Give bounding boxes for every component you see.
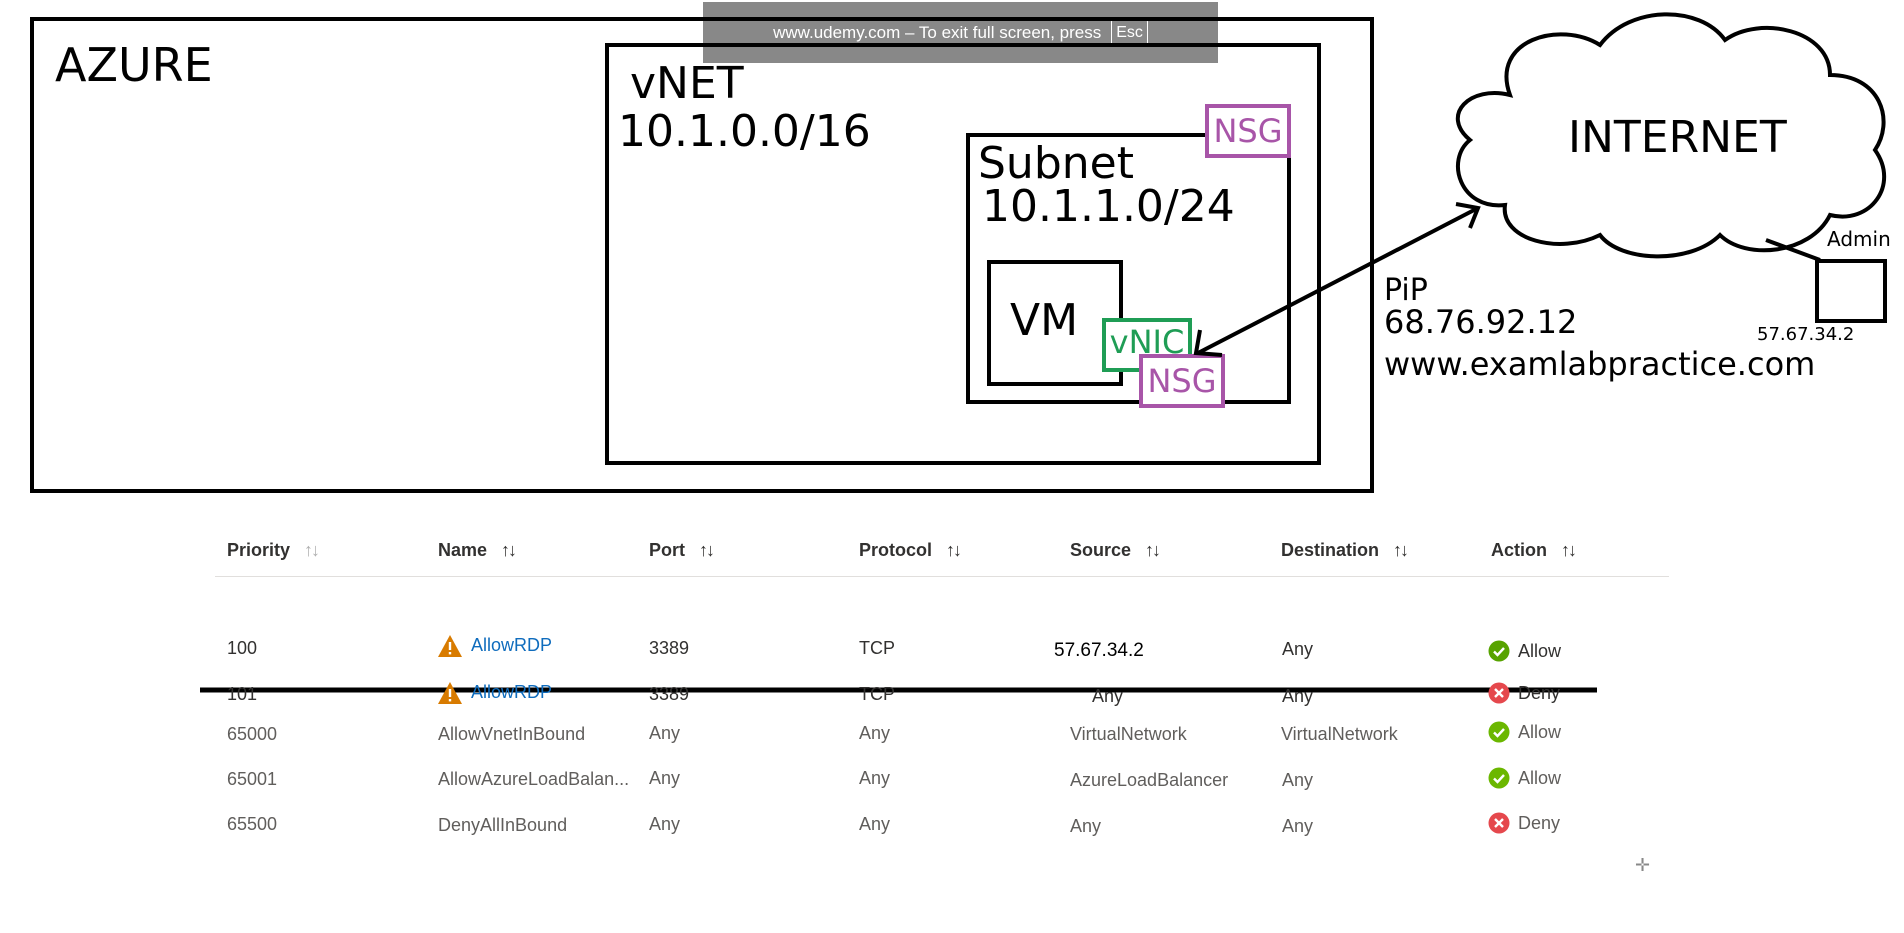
col-header-priority[interactable]: Priority↑↓ xyxy=(227,540,320,560)
cell-source: AzureLoadBalancer xyxy=(1070,770,1229,790)
azure-label: AZURE xyxy=(55,38,213,92)
pip-arrow-line xyxy=(1197,206,1479,355)
vnic-nsg-badge: NSG xyxy=(1139,354,1225,408)
cell-destination: VirtualNetwork xyxy=(1281,724,1398,744)
cell-name[interactable]: AllowRDP xyxy=(437,681,552,705)
sort-arrows-icon[interactable]: ↑↓ xyxy=(501,540,517,560)
cell-action: Deny xyxy=(1488,682,1560,704)
sort-arrows-icon[interactable]: ↑↓ xyxy=(1393,540,1409,560)
fullscreen-banner-text: www.udemy.com – To exit full screen, pre… xyxy=(773,22,1102,42)
allow-check-icon xyxy=(1488,640,1510,662)
sort-arrows-icon[interactable]: ↑↓ xyxy=(1561,540,1577,560)
cell-protocol: TCP xyxy=(859,638,895,658)
cell-name[interactable]: DenyAllInBound xyxy=(438,815,568,835)
subnet-nsg-badge: NSG xyxy=(1205,104,1291,158)
cell-priority: 101 xyxy=(227,684,258,704)
arrowhead-vnic-icon xyxy=(1193,329,1223,357)
azure-box xyxy=(30,17,1374,493)
col-header-protocol[interactable]: Protocol↑↓ xyxy=(859,540,962,560)
internet-cloud-icon xyxy=(1455,12,1887,259)
cell-priority: 100 xyxy=(227,638,258,658)
sort-arrows-icon[interactable]: ↑↓ xyxy=(304,540,320,560)
sort-arrows-icon[interactable]: ↑↓ xyxy=(699,540,715,560)
fullscreen-banner: www.udemy.com – To exit full screen, pre… xyxy=(703,2,1218,63)
deny-cross-icon xyxy=(1488,682,1510,704)
cell-action: Allow xyxy=(1488,721,1561,743)
cell-name[interactable]: AllowAzureLoadBalan... xyxy=(438,769,630,789)
header-divider xyxy=(215,576,1669,577)
cell-action: Allow xyxy=(1488,767,1561,789)
admin-computer-icon xyxy=(1815,259,1887,323)
subnet-cidr: 10.1.1.0/24 xyxy=(982,181,1235,232)
vnet-cidr: 10.1.0.0/16 xyxy=(618,106,871,157)
deny-cross-icon xyxy=(1488,812,1510,834)
cell-protocol: Any xyxy=(859,814,891,834)
arrowhead-internet-icon xyxy=(1455,202,1481,229)
col-header-port[interactable]: Port↑↓ xyxy=(649,540,715,560)
internet-label: INTERNET xyxy=(1568,112,1787,163)
sort-arrows-icon[interactable]: ↑↓ xyxy=(946,540,962,560)
vm-label: VM xyxy=(1010,295,1079,346)
subnet-label: Subnet xyxy=(978,138,1134,189)
allow-check-icon xyxy=(1488,767,1510,789)
cursor-crosshair-icon: ✛ xyxy=(1635,855,1651,876)
cell-port: 3389 xyxy=(649,684,690,704)
sort-arrows-icon[interactable]: ↑↓ xyxy=(1145,540,1161,560)
cell-action: Deny xyxy=(1488,812,1560,834)
cell-priority: 65000 xyxy=(227,724,278,744)
admin-link-line xyxy=(1765,238,1821,262)
cell-priority: 65001 xyxy=(227,769,278,789)
cell-action: Allow xyxy=(1488,640,1561,662)
warning-icon xyxy=(438,635,462,658)
cell-protocol: TCP xyxy=(859,684,895,704)
admin-label: Admin xyxy=(1827,227,1891,251)
col-header-action[interactable]: Action↑↓ xyxy=(1491,540,1577,560)
cell-source: 57.67.34.2 xyxy=(1054,640,1144,661)
cell-name[interactable]: AllowVnetInBound xyxy=(438,724,586,744)
pip-ip: 68.76.92.12 xyxy=(1384,303,1578,341)
cell-priority: 65500 xyxy=(227,814,278,834)
cell-destination: Any xyxy=(1282,816,1314,836)
cell-name[interactable]: AllowRDP xyxy=(437,634,552,658)
cell-destination: Any xyxy=(1282,770,1314,790)
cell-source: Any xyxy=(1070,816,1102,836)
col-header-destination[interactable]: Destination↑↓ xyxy=(1281,540,1409,560)
rule-link[interactable]: AllowRDP xyxy=(471,635,553,655)
cell-port: Any xyxy=(649,814,681,834)
rule-link[interactable]: AllowRDP xyxy=(471,682,553,702)
cell-port: Any xyxy=(649,768,681,788)
cell-protocol: Any xyxy=(859,768,891,788)
warning-icon xyxy=(438,682,462,705)
subnet-box xyxy=(966,133,1291,404)
cell-destination: Any xyxy=(1282,686,1314,706)
allow-check-icon xyxy=(1488,721,1510,743)
cell-source: Any xyxy=(1092,686,1124,706)
pip-domain: www.examlabpractice.com xyxy=(1384,345,1816,383)
col-header-name[interactable]: Name↑↓ xyxy=(438,540,517,560)
cell-port: 3389 xyxy=(649,638,690,658)
cell-destination: Any xyxy=(1282,639,1314,659)
vnet-label: vNET xyxy=(630,58,744,109)
admin-ip: 57.67.34.2 xyxy=(1757,324,1855,345)
cell-protocol: Any xyxy=(859,723,891,743)
vnet-box xyxy=(605,43,1321,465)
col-header-source[interactable]: Source↑↓ xyxy=(1070,540,1161,560)
pip-label: PiP xyxy=(1384,273,1428,308)
cell-port: Any xyxy=(649,723,681,743)
cell-source: VirtualNetwork xyxy=(1070,724,1187,744)
